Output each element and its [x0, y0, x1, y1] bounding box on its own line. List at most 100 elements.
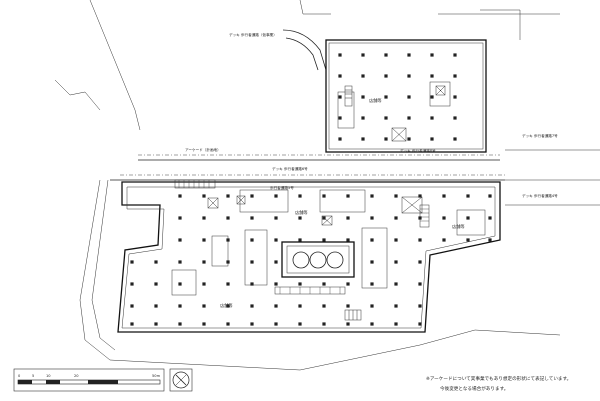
column-marker: [384, 74, 388, 78]
column-marker: [418, 304, 422, 308]
column-marker: [361, 95, 365, 99]
column-marker: [453, 74, 457, 78]
column-marker: [407, 95, 411, 99]
column-marker: [361, 74, 365, 78]
column-marker: [202, 282, 206, 286]
north-arrow-icon: [169, 368, 193, 392]
column-marker: [370, 282, 374, 286]
column-marker: [178, 216, 182, 220]
column-marker: [370, 194, 374, 198]
column-marker: [370, 322, 374, 326]
scale-tick-0: 0: [18, 374, 21, 378]
column-marker: [346, 322, 350, 326]
column-marker: [338, 116, 342, 120]
scale-bar: 0 5 10 20 50m: [13, 368, 165, 392]
column-marker: [202, 194, 206, 198]
scale-tick-50: 50m: [152, 374, 161, 378]
column-marker: [394, 260, 398, 264]
column-marker: [250, 216, 254, 220]
column-marker: [418, 238, 422, 242]
column-marker: [202, 260, 206, 264]
north-building: [282, 29, 487, 153]
column-marker: [250, 282, 254, 286]
column-marker: [384, 95, 388, 99]
column-marker: [407, 116, 411, 120]
column-marker: [274, 260, 278, 264]
column-marker: [226, 282, 230, 286]
column-marker: [346, 304, 350, 308]
column-marker: [250, 322, 254, 326]
column-marker: [418, 216, 422, 220]
column-marker: [154, 260, 158, 264]
column-marker: [384, 53, 388, 57]
column-marker: [346, 282, 350, 286]
column-marker: [298, 238, 302, 242]
column-marker: [130, 304, 134, 308]
column-marker: [226, 260, 230, 264]
column-marker: [430, 53, 434, 57]
column-marker: [178, 238, 182, 242]
column-marker: [453, 95, 457, 99]
column-marker: [322, 282, 326, 286]
column-marker: [430, 95, 434, 99]
column-marker: [338, 95, 342, 99]
column-marker: [430, 74, 434, 78]
column-marker: [488, 238, 492, 242]
column-marker: [488, 216, 492, 220]
column-marker: [394, 194, 398, 198]
column-marker: [394, 322, 398, 326]
plan-labels: デッキ 歩行者通路（仮事業） 店舗等 デッキ 歩行者通路8号 デッキ 歩行者通路…: [185, 32, 558, 309]
column-marker: [298, 304, 302, 308]
column-marker: [384, 116, 388, 120]
column-marker: [298, 194, 302, 198]
column-marker: [226, 322, 230, 326]
column-marker: [130, 282, 134, 286]
label-deck-n6: デッキ 歩行者通路6号: [272, 166, 308, 171]
column-marker: [466, 238, 470, 242]
column-marker: [298, 216, 302, 220]
column-marker: [370, 304, 374, 308]
column-marker: [442, 194, 446, 198]
label-deck-upper: デッキ 歩行者通路（仮事業）: [229, 32, 277, 37]
column-marker: [346, 238, 350, 242]
column-marker: [442, 238, 446, 242]
column-marker: [154, 282, 158, 286]
column-marker: [202, 216, 206, 220]
column-marker: [298, 282, 302, 286]
column-marker: [274, 238, 278, 242]
column-marker: [178, 304, 182, 308]
column-marker: [453, 53, 457, 57]
column-marker: [274, 304, 278, 308]
column-marker: [250, 194, 254, 198]
column-marker: [322, 216, 326, 220]
column-marker: [418, 282, 422, 286]
column-marker: [407, 53, 411, 57]
column-marker: [178, 322, 182, 326]
column-marker: [322, 194, 326, 198]
column-marker: [394, 304, 398, 308]
column-marker: [274, 322, 278, 326]
column-marker: [361, 116, 365, 120]
column-marker: [130, 260, 134, 264]
column-marker: [178, 194, 182, 198]
column-marker: [154, 322, 158, 326]
column-marker: [361, 53, 365, 57]
column-marker: [338, 137, 342, 141]
column-marker: [250, 238, 254, 242]
column-marker: [394, 238, 398, 242]
column-marker: [370, 238, 374, 242]
column-marker: [407, 74, 411, 78]
note-line-1: ※アーケードについて実事業でもあり想定の形状にて表記しています。: [426, 375, 571, 382]
column-marker: [178, 282, 182, 286]
column-marker: [430, 116, 434, 120]
column-marker: [274, 194, 278, 198]
column-marker: [154, 304, 158, 308]
column-marker: [418, 194, 422, 198]
label-walkway-n5: 歩行者通路5号: [270, 185, 294, 190]
scale-tick-5: 5: [32, 374, 34, 378]
column-marker: [394, 216, 398, 220]
column-marker: [202, 322, 206, 326]
column-marker: [322, 238, 326, 242]
label-shop-east: 店舗等: [452, 223, 465, 230]
